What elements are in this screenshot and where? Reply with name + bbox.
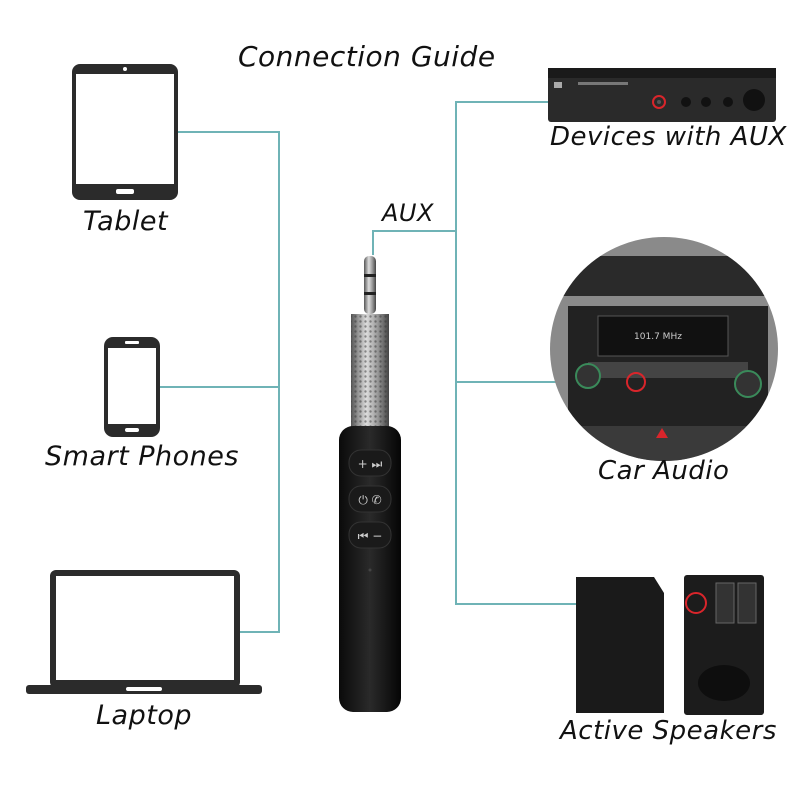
svg-text:⏻ ✆: ⏻ ✆: [358, 493, 381, 507]
devices-with-aux-label: Devices with AUX: [550, 122, 787, 152]
svg-text:101.7 MHz: 101.7 MHz: [634, 332, 682, 342]
tablet-icon: [72, 64, 178, 200]
bluetooth-receiver-image: + ⏭ ⏻ ✆ ⏮ −: [339, 256, 401, 712]
laptop-icon: [26, 570, 262, 694]
svg-text:⏮ −: ⏮ −: [358, 529, 383, 543]
tablet-label: Tablet: [83, 206, 169, 237]
active-speakers-label: Active Speakers: [560, 716, 777, 746]
smartphones-label: Smart Phones: [45, 441, 239, 472]
car-audio-label: Car Audio: [598, 456, 730, 486]
page-title: Connection Guide: [238, 40, 496, 73]
laptop-label: Laptop: [96, 700, 192, 731]
aux-amplifier-image: [548, 68, 776, 122]
smartphone-icon: [104, 337, 160, 437]
car-audio-image: 101.7 MHz: [550, 237, 778, 461]
svg-text:+ ⏭: + ⏭: [358, 457, 383, 471]
active-speakers-image: [576, 575, 764, 715]
aux-label: AUX: [382, 199, 434, 227]
